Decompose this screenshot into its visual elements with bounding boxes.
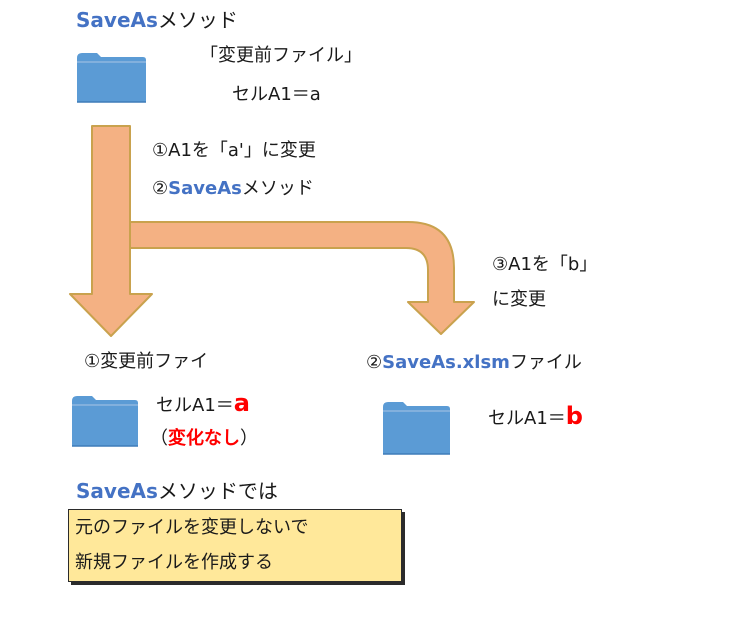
left-result-cell: セルA1＝a <box>156 390 250 417</box>
summary-line1: 元のファイルを変更しないで <box>75 517 309 538</box>
step3-line2: に変更 <box>492 289 546 310</box>
right-cell-prefix: セルA1＝ <box>488 408 566 429</box>
step2-label: ②SaveAsメソッド <box>152 178 314 200</box>
summary-keyword: SaveAs <box>76 479 158 503</box>
left-note-open: （ <box>150 428 168 449</box>
right-title-suffix: ファイル <box>509 352 582 373</box>
summary-heading: SaveAsメソッドでは <box>76 479 278 503</box>
summary-note-box: 元のファイルを変更しないで 新規ファイルを作成する <box>68 509 402 582</box>
left-result-title: ①変更前ファイ <box>84 351 209 372</box>
branch-arrow <box>129 221 475 335</box>
right-result-cell: セルA1＝b <box>488 403 583 430</box>
right-title-keyword: SaveAs.xlsm <box>382 352 510 373</box>
left-cell-value: a <box>233 389 250 417</box>
right-result-title: ②SaveAs.xlsmファイル <box>366 352 582 374</box>
step2-prefix: ② <box>152 178 169 199</box>
step2-suffix: メソッド <box>241 178 314 199</box>
left-note-close: ） <box>240 428 258 449</box>
step1-label: ①A1を「a'」に変更 <box>152 140 316 161</box>
right-cell-value: b <box>565 402 583 430</box>
original-file-cell: セルA1＝a <box>232 84 321 105</box>
folder-icon <box>77 53 146 103</box>
left-cell-prefix: セルA1＝ <box>156 395 234 416</box>
step3-line1: ③A1を「b」 <box>492 254 598 275</box>
left-note-text: 変化なし <box>168 428 240 449</box>
method-keyword: SaveAs <box>76 8 158 32</box>
step2-keyword: SaveAs <box>168 178 242 199</box>
left-result-note: （変化なし） <box>150 428 258 450</box>
original-file-label: 「変更前ファイル」 <box>200 45 362 66</box>
folder-icon <box>383 402 450 455</box>
down-arrow <box>69 125 153 337</box>
header-title: SaveAsメソッド <box>76 8 238 32</box>
folder-icon <box>72 396 138 447</box>
right-title-prefix: ② <box>366 352 383 373</box>
summary-suffix: メソッドでは <box>157 479 278 503</box>
summary-line2: 新規ファイルを作成する <box>75 552 273 573</box>
method-suffix: メソッド <box>157 8 238 32</box>
